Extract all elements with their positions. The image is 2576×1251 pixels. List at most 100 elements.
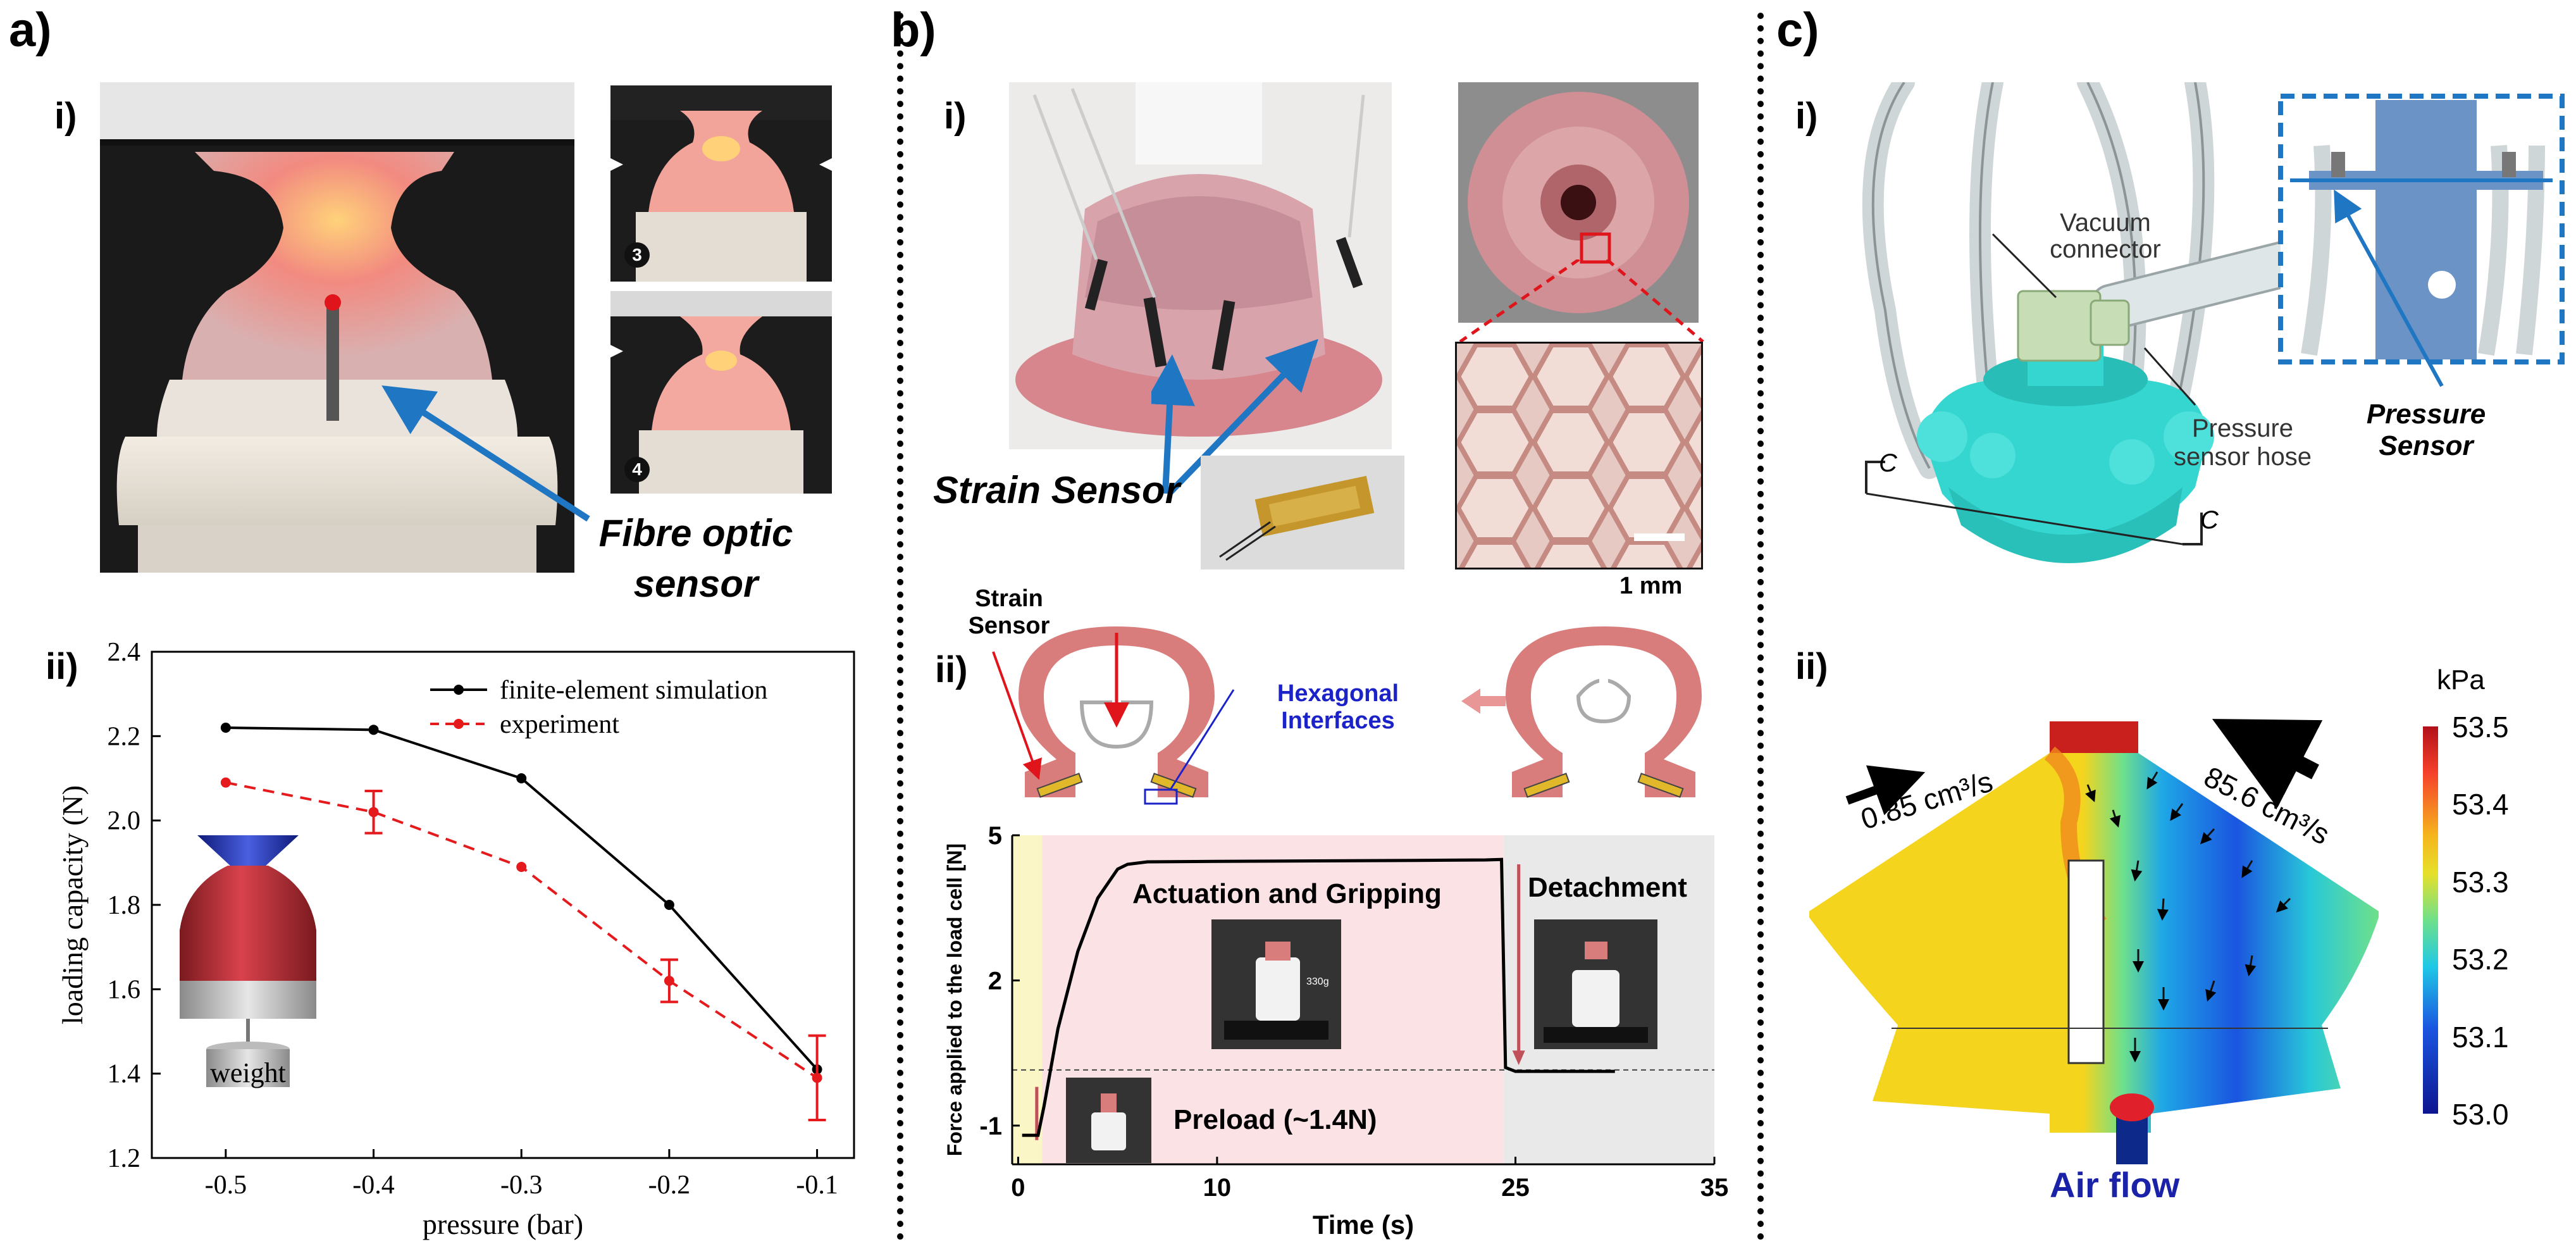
y-tick-label: 1.4 — [108, 1060, 141, 1089]
y-axis-label: loading capacity (N) — [56, 785, 89, 1024]
data-point — [664, 976, 674, 986]
x-axis-label: pressure (bar) — [423, 1208, 583, 1240]
actuation-phase-label: Actuation and Gripping — [1132, 878, 1442, 909]
x-tick-label: -0.5 — [205, 1171, 247, 1200]
deformation-photo-3: 3 — [610, 85, 832, 282]
data-point — [664, 900, 674, 910]
legend-marker — [454, 685, 464, 695]
panel-b-i-label: i) — [944, 96, 967, 137]
zoom-lines — [1459, 259, 1704, 344]
fibre-optic-pointer-arrow — [381, 385, 590, 522]
legend-label: experiment — [500, 710, 619, 739]
data-point — [220, 723, 231, 733]
panel-b-label: b) — [891, 3, 936, 57]
vacuum-connector-label-1: Vacuum — [2060, 209, 2151, 237]
step-4-badge: 4 — [624, 457, 650, 482]
detachment-phase-label: Detachment — [1528, 872, 1687, 903]
panel-b-ii-label: ii) — [935, 649, 968, 690]
x-tick-label: 10 — [1203, 1174, 1232, 1202]
data-point — [812, 1073, 822, 1083]
fibre-optic-tip — [325, 294, 341, 311]
x-tick-label: 35 — [1700, 1174, 1729, 1202]
preload-phase-label: Preload (~1.4N) — [1173, 1104, 1377, 1135]
fibre-optic-label-line1: Fibre optic — [598, 512, 793, 554]
data-point — [516, 773, 527, 783]
data-point — [368, 807, 379, 818]
colorbar-tick-label: 53.0 — [2452, 1098, 2509, 1131]
vacuum-connector-label-2: connector — [2050, 235, 2161, 263]
hex-interfaces-label-2: Interfaces — [1281, 707, 1395, 734]
step-3-badge: 3 — [624, 242, 650, 268]
y-tick-label: 2 — [988, 967, 1002, 995]
strain-sensor-photo — [1009, 82, 1392, 449]
colorbar-tick-label: 53.4 — [2452, 788, 2509, 821]
pressure-sensor-label-2: Sensor — [2379, 430, 2474, 461]
y-axis-label: Force applied to the load cell [N] — [943, 843, 966, 1156]
colorbar-tick-label: 53.2 — [2452, 943, 2509, 976]
colorbar-tick-label: 53.3 — [2452, 865, 2509, 899]
air-flow-label: Air flow — [2050, 1165, 2180, 1205]
mass-label: 330g — [1306, 976, 1329, 987]
x-tick-label: 0 — [1011, 1174, 1025, 1202]
hexagonal-interface-schematic — [992, 626, 1702, 805]
airflow-pressure-contour — [1809, 719, 2379, 1164]
y-tick-label: -1 — [979, 1112, 1002, 1140]
loading-capacity-chart: -0.5 -0.4 -0.3 -0.2 -0.1 1.2 1.4 1.6 1.8 2.0 2.2 2.… — [56, 639, 855, 1240]
data-point — [516, 862, 527, 872]
x-axis-label: Time (s) — [1313, 1210, 1414, 1240]
suction-cup-top-photo — [1458, 82, 1699, 323]
panel-c-label: c) — [1776, 3, 1819, 57]
x-tick-label: -0.2 — [648, 1171, 691, 1200]
y-tick-label: 1.2 — [108, 1144, 141, 1173]
colorbar-unit: kPa — [2437, 664, 2485, 695]
y-tick-label: 2.0 — [108, 807, 141, 836]
panel-c-i-label: i) — [1795, 96, 1818, 137]
colorbar-tick-label: 53.1 — [2452, 1020, 2509, 1054]
y-tick-label: 5 — [988, 823, 1002, 850]
strain-sensor-label: Strain Sensor — [932, 469, 1180, 511]
weight-label: weight — [210, 1057, 286, 1088]
suction-gripper-cad-render — [1862, 82, 2565, 563]
pressure-hose-label-2: sensor hose — [2174, 443, 2312, 471]
x-tick-label: -0.1 — [796, 1171, 838, 1200]
gripper-weight-illustration — [180, 835, 316, 1087]
pressure-colorbar — [2423, 726, 2438, 1114]
preload-photo — [1066, 1078, 1151, 1163]
deformation-photo-4: 4 — [610, 291, 832, 494]
gripping-photo: 330g — [1211, 919, 1341, 1049]
panel-c-ii-label: ii) — [1795, 646, 1828, 687]
colorbar-tick-label: 53.5 — [2452, 711, 2509, 744]
y-tick-label: 2.4 — [108, 639, 141, 667]
y-tick-label: 1.8 — [108, 891, 141, 920]
legend-label: finite-element simulation — [500, 676, 767, 705]
detachment-arrowhead — [1512, 1050, 1525, 1066]
legend-marker — [454, 719, 464, 729]
panel-a-ii-label: ii) — [46, 646, 78, 687]
y-tick-label: 1.6 — [108, 975, 141, 1004]
fibre-optic-photo — [100, 82, 574, 573]
pressure-sensor-label-1: Pressure — [2366, 399, 2486, 430]
panel-a-label: a) — [9, 3, 52, 57]
x-tick-label: 25 — [1501, 1174, 1530, 1202]
schematic-strain-label-1: Strain — [975, 585, 1043, 612]
divider-a-b — [897, 13, 903, 1240]
force-curve — [1022, 857, 1615, 1137]
divider-b-c — [1757, 13, 1764, 1240]
panel-a-i-label: i) — [54, 96, 77, 137]
scale-bar-label: 1 mm — [1619, 573, 1683, 599]
data-point — [220, 777, 231, 788]
data-point — [368, 725, 379, 735]
hex-interfaces-label-1: Hexagonal — [1277, 680, 1399, 707]
fibre-optic-probe — [326, 304, 339, 421]
y-tick-label: 2.2 — [108, 722, 141, 751]
x-tick-label: -0.3 — [500, 1171, 543, 1200]
schematic-strain-label-2: Sensor — [968, 613, 1050, 639]
x-tick-label: -0.4 — [352, 1171, 395, 1200]
pressure-hose-label-1: Pressure — [2191, 414, 2294, 442]
fibre-optic-photo-drawing — [100, 82, 574, 573]
detachment-photo — [1534, 919, 1657, 1049]
strain-sensor-pointer-arrows — [1151, 339, 1318, 496]
strain-gauge-photo — [1201, 456, 1404, 569]
fibre-optic-label-line2: sensor — [633, 563, 759, 605]
hexagonal-microscopy-photo — [1455, 342, 1703, 569]
